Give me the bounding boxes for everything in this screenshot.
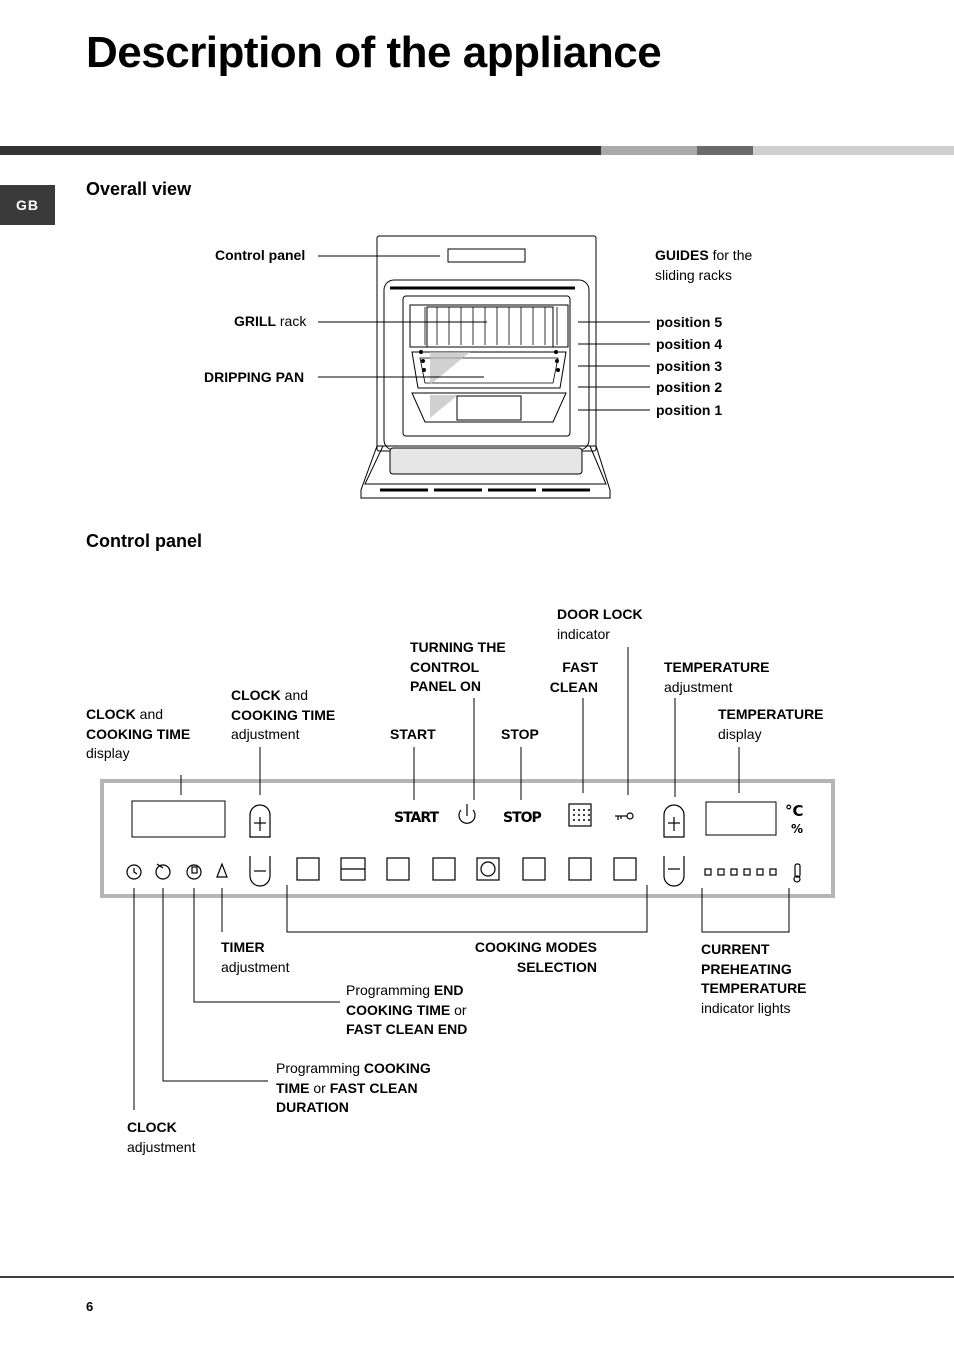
fast-clean-icon[interactable] [568, 803, 592, 827]
header-bar-pale [753, 146, 954, 155]
header-bar-mid [697, 146, 753, 155]
label-position-3: position 3 [656, 358, 723, 374]
end-time-icon[interactable] [185, 861, 203, 881]
label-control-panel: Control panel [215, 247, 306, 263]
clock-icon[interactable] [125, 863, 143, 881]
clock-minus-button[interactable] [249, 855, 271, 887]
preheat-indicator-lights [703, 867, 779, 877]
page-number: 6 [86, 1299, 94, 1314]
label-stop: STOP [501, 726, 539, 742]
label-dripping-pan: DRIPPING PAN [204, 369, 305, 385]
stop-button[interactable]: STOP [503, 810, 542, 826]
label-position-5: position 5 [656, 314, 723, 330]
start-button[interactable]: START [394, 810, 439, 826]
language-tab: GB [0, 185, 55, 225]
section-heading-control-panel: Control panel [86, 531, 202, 551]
section-heading-overall-view: Overall view [86, 179, 192, 199]
thermometer-icon [792, 862, 804, 884]
temperature-minus-button[interactable] [663, 855, 685, 887]
page-title: Description of the appliance [86, 28, 662, 77]
percent-unit: % [791, 822, 804, 836]
celsius-unit: °C [785, 802, 804, 820]
cooking-mode-buttons[interactable] [296, 857, 638, 881]
label-position-4: position 4 [656, 336, 723, 352]
label-position-1: position 1 [656, 402, 723, 418]
temperature-plus-button[interactable] [663, 805, 685, 838]
header-bar-dark [0, 146, 601, 155]
header-bar-light [601, 146, 697, 155]
label-position-2: position 2 [656, 379, 723, 395]
key-icon [612, 808, 636, 824]
power-icon[interactable] [456, 802, 478, 826]
label-grill-rack: GRILL rack [234, 313, 307, 329]
label-start: START [390, 726, 436, 742]
timer-bell-icon[interactable] [215, 862, 229, 879]
clock-plus-button[interactable] [249, 805, 271, 838]
cooking-time-icon[interactable] [154, 861, 172, 881]
